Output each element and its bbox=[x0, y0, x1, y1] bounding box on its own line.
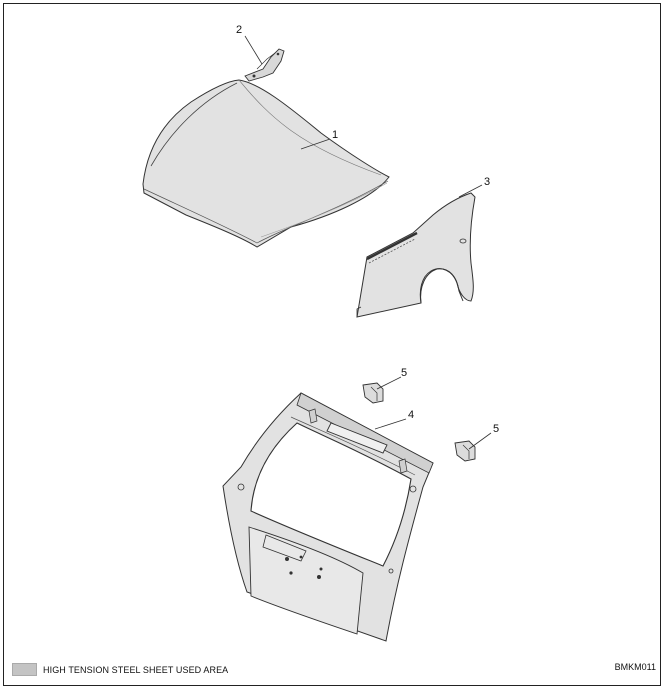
hood-front-edge bbox=[143, 180, 389, 244]
callout-5-left: 5 bbox=[401, 367, 407, 379]
back-door-hinge-left-part bbox=[362, 382, 384, 404]
legend: HIGH TENSION STEEL SHEET USED AREA bbox=[12, 663, 228, 676]
license-plate-recess bbox=[248, 526, 364, 635]
front-fender-part bbox=[356, 192, 476, 318]
callout-1: 1 bbox=[332, 129, 338, 141]
back-door-hinge-right-part bbox=[454, 440, 476, 462]
leader-lines bbox=[244, 35, 492, 450]
callout-2: 2 bbox=[236, 24, 242, 36]
fender-panel bbox=[356, 192, 476, 318]
fender-wheel-arch bbox=[420, 268, 464, 304]
back-door-top-spoiler bbox=[296, 392, 434, 474]
legend-label: HIGH TENSION STEEL SHEET USED AREA bbox=[43, 664, 229, 675]
back-door-window bbox=[250, 422, 412, 567]
hood-crease-right bbox=[238, 79, 382, 176]
callout-4: 4 bbox=[408, 409, 414, 421]
callout-3: 3 bbox=[484, 176, 490, 188]
figure-code: BMKM011 bbox=[614, 662, 656, 672]
hood-part bbox=[142, 79, 390, 248]
callout-5-right: 5 bbox=[493, 423, 499, 435]
diagram-frame: 2 1 3 5 4 5 bbox=[3, 3, 661, 686]
fender-upper-flange bbox=[366, 231, 418, 261]
back-door-part bbox=[222, 392, 434, 642]
hood-lip bbox=[260, 182, 388, 238]
legend-swatch bbox=[12, 663, 37, 676]
parts-diagram: 2 1 3 5 4 5 bbox=[142, 24, 499, 642]
hood-hinge-part bbox=[244, 48, 285, 82]
hood-crease bbox=[150, 82, 238, 167]
stop-lamp-housing bbox=[326, 422, 388, 454]
